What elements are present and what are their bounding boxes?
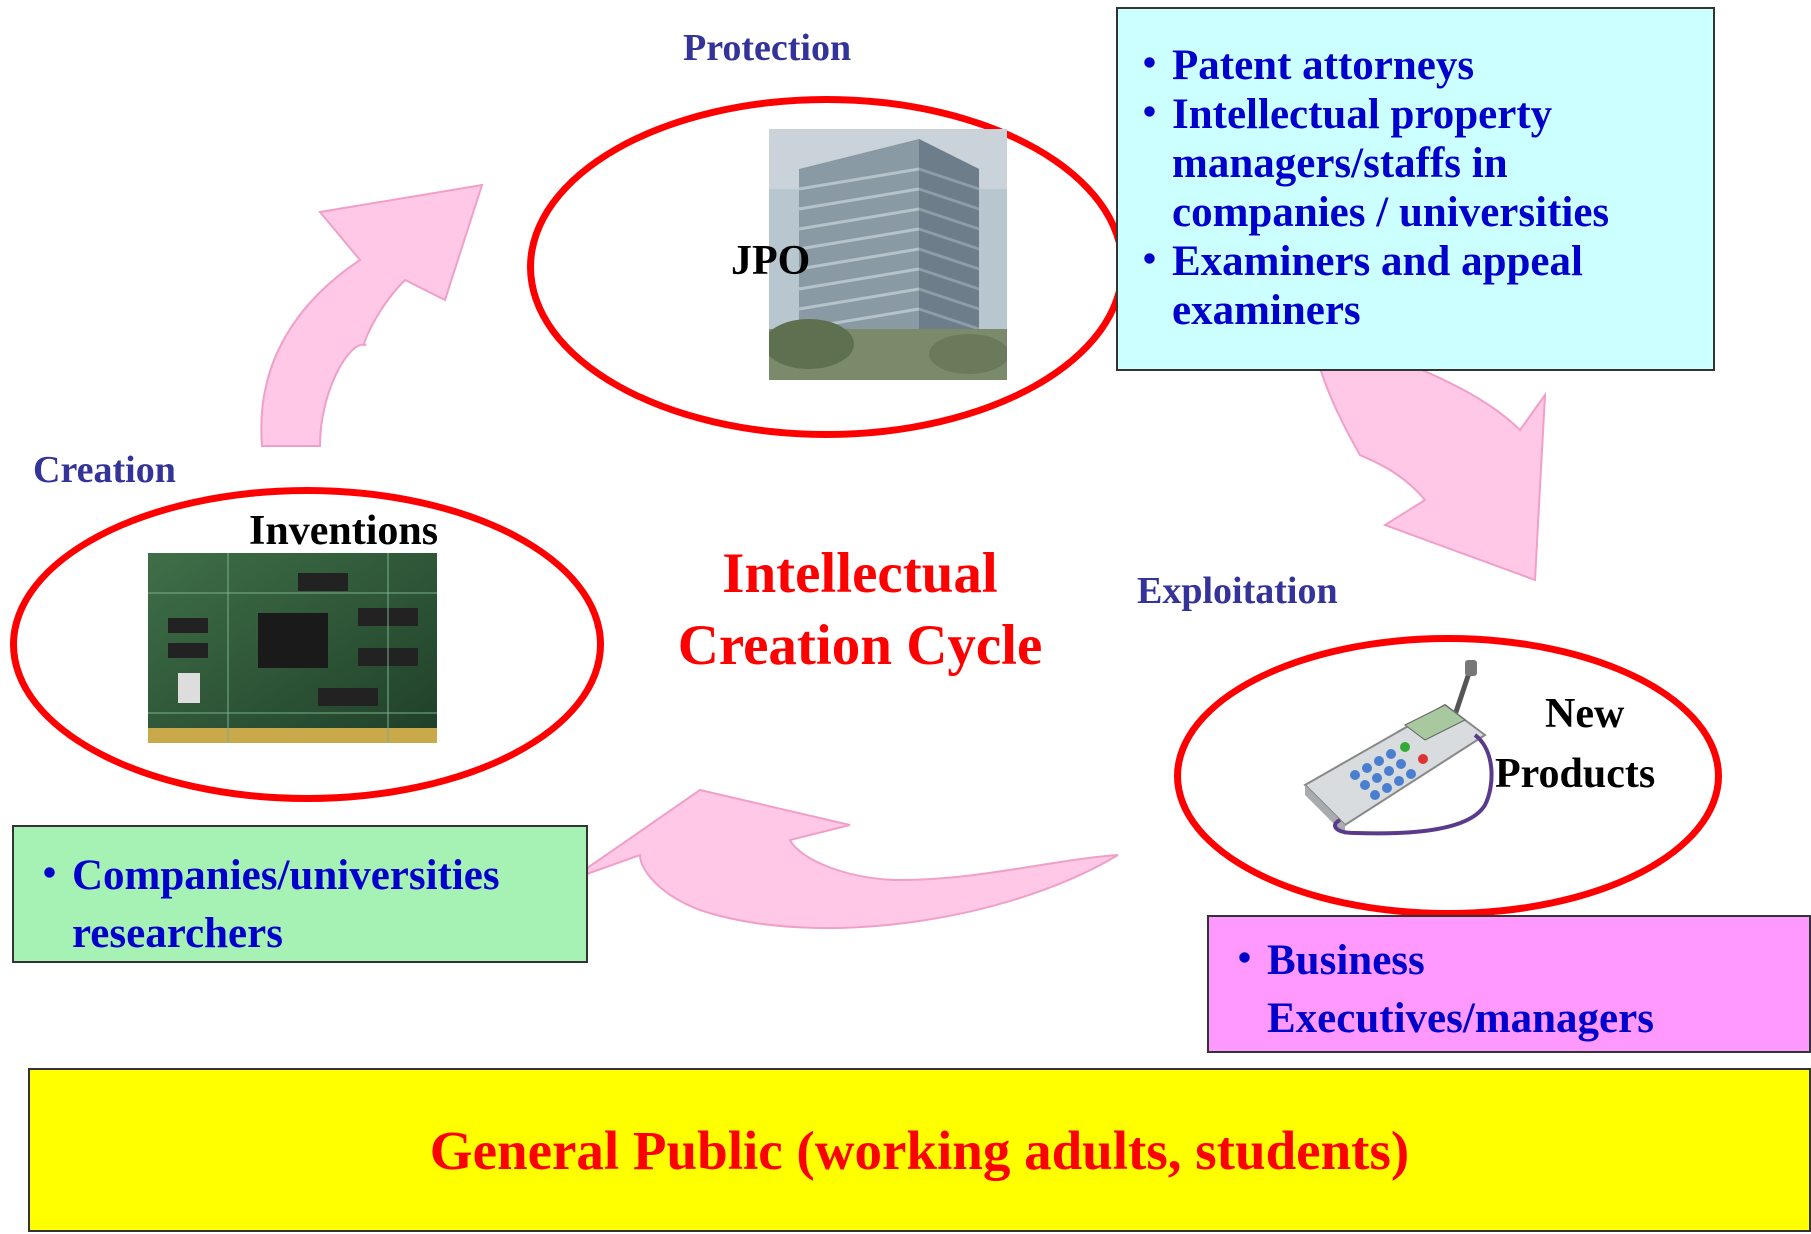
exploitation-ellipse: [1174, 635, 1722, 917]
node-label-new: New: [1545, 691, 1625, 737]
protection-people-box: Patent attorneys Intellectual property m…: [1116, 7, 1715, 371]
center-title: Intellectual Creation Cycle: [640, 538, 1080, 682]
mobile-phone-illustration: [1303, 660, 1494, 836]
list-item: Examiners and appeal examiners: [1128, 237, 1703, 335]
list-item: Business Executives/managers: [1223, 932, 1799, 1048]
list-item: Intellectual property managers/staffs in…: [1128, 90, 1703, 237]
node-label-inventions: Inventions: [249, 508, 439, 554]
general-public-banner: General Public (working adults, students…: [28, 1068, 1811, 1232]
circuit-board-photo: [148, 553, 437, 743]
protection-people-list: Patent attorneys Intellectual property m…: [1128, 41, 1703, 335]
node-label-jpo: JPO: [731, 238, 811, 284]
node-label-products: Products: [1495, 751, 1656, 797]
exploitation-people-box: Business Executives/managers: [1207, 915, 1811, 1053]
stage-label-creation: Creation: [33, 449, 176, 491]
center-title-line1: Intellectual: [722, 542, 998, 605]
center-title-line2: Creation Cycle: [677, 614, 1043, 677]
creation-ellipse: [10, 487, 604, 802]
stage-label-exploitation: Exploitation: [1137, 570, 1338, 612]
list-item: Companies/universities researchers: [28, 847, 576, 963]
arrow-exploitation-to-creation: [569, 788, 1119, 930]
stage-label-protection: Protection: [683, 27, 852, 69]
creation-people-list: Companies/universities researchers: [28, 847, 576, 963]
arrow-creation-to-protection: [260, 183, 484, 447]
creation-people-box: Companies/universities researchers: [12, 825, 588, 963]
list-item: Patent attorneys: [1128, 41, 1703, 90]
building-photo: [769, 129, 1007, 380]
exploitation-people-list: Business Executives/managers: [1223, 932, 1799, 1048]
general-public-text: General Public (working adults, students…: [429, 1119, 1410, 1181]
